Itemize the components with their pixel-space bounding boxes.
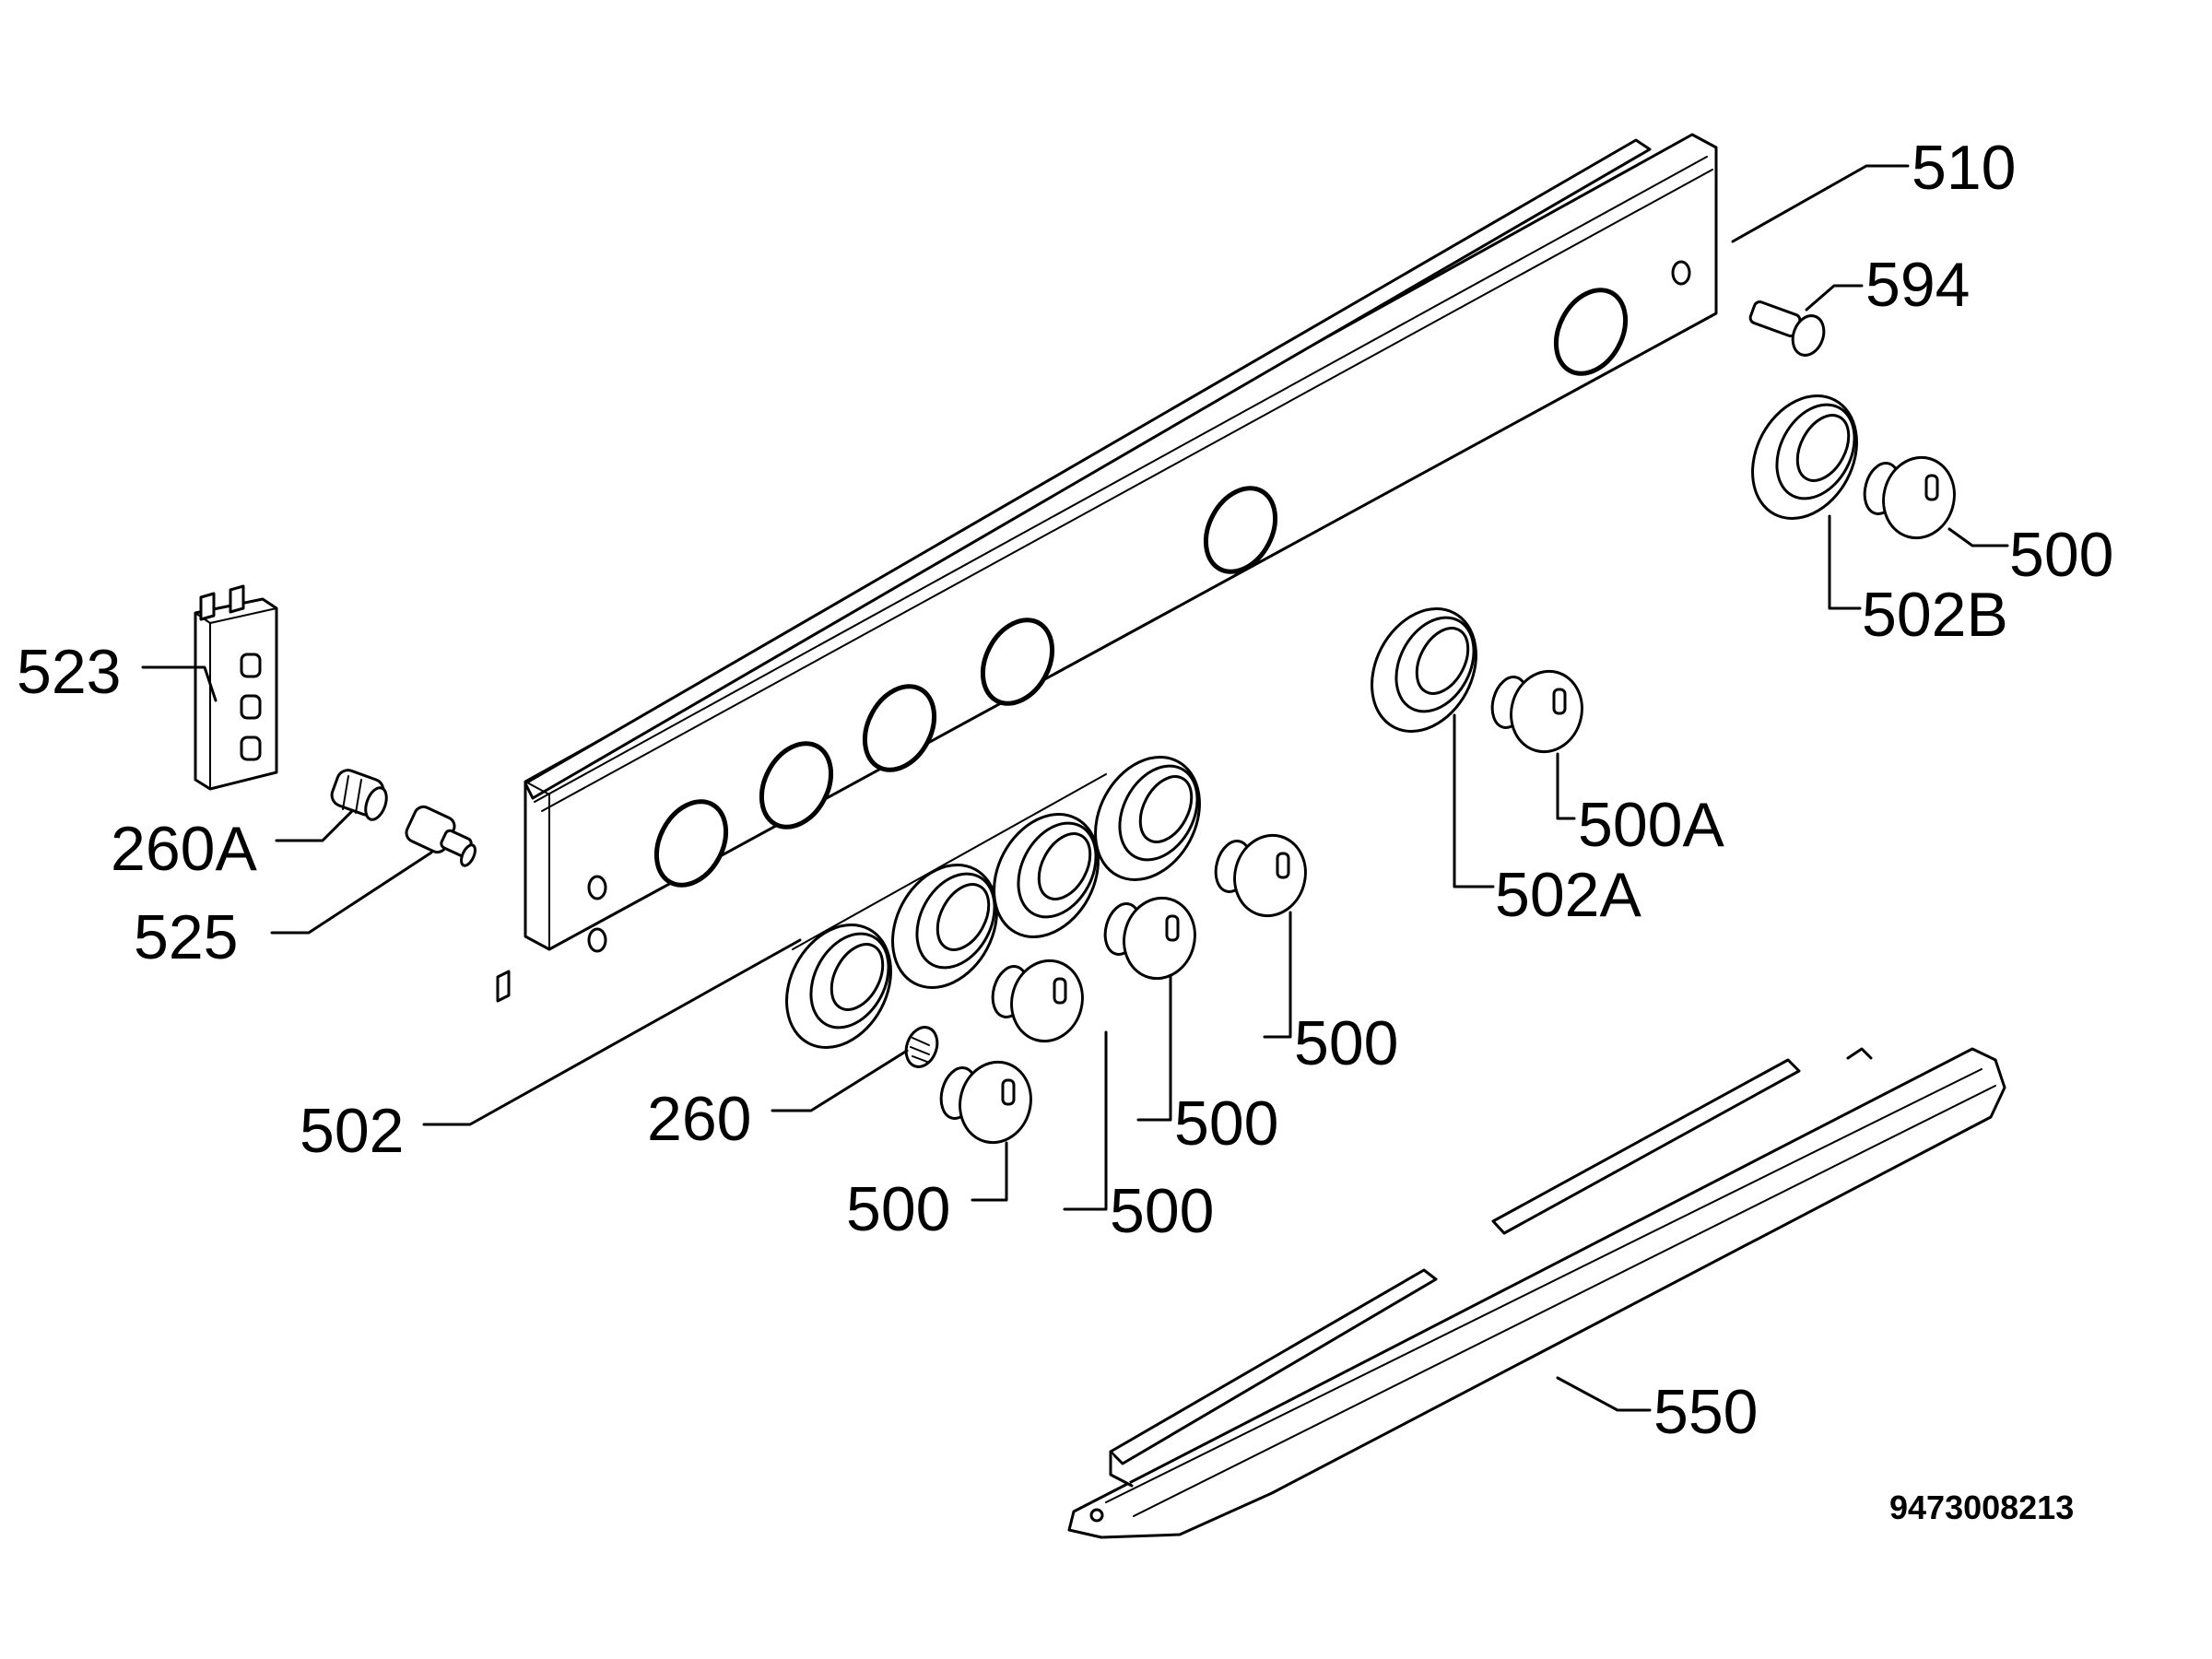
- bezel-502-2: [891, 864, 998, 989]
- callout-500A: 500A: [1578, 790, 1724, 860]
- drawing-code: 9473008213: [1889, 1488, 2074, 1526]
- bezel-502A: [1371, 607, 1477, 733]
- panel-hole: [1553, 288, 1629, 376]
- callout-500-1: 500: [846, 1174, 950, 1244]
- panel-hole: [653, 799, 729, 888]
- panel-hole: [862, 684, 937, 772]
- callout-500-3: 500: [1174, 1088, 1278, 1159]
- callout-525: 525: [134, 902, 238, 972]
- bezel-502-4: [1094, 756, 1201, 881]
- callout-500-4: 500: [1294, 1008, 1398, 1078]
- callout-510: 510: [1912, 133, 2016, 203]
- callout-500-2: 500: [1110, 1176, 1214, 1246]
- callout-502: 502: [300, 1096, 404, 1166]
- bracket-523: [194, 584, 278, 791]
- knob-500-4: [1214, 833, 1307, 918]
- panel-hole: [980, 618, 1055, 706]
- control-panel-510: [496, 133, 1718, 1003]
- callout-523: 523: [17, 637, 121, 707]
- callout-500-right: 500: [2009, 520, 2113, 590]
- callout-260A: 260A: [111, 814, 257, 884]
- panel-hole: [759, 741, 834, 830]
- callout-502B: 502B: [1862, 580, 2008, 650]
- spindle-525: [405, 805, 477, 867]
- bottom-strip-550: [1067, 1047, 2006, 1539]
- bezel-502-1: [785, 924, 892, 1049]
- callout-550: 550: [1653, 1377, 1758, 1447]
- spring-260: [904, 1026, 939, 1068]
- bezel-502-3: [993, 813, 1100, 938]
- spring-260A: [330, 769, 388, 821]
- panel-hole: [1203, 486, 1278, 574]
- knob-500-right: [1863, 455, 1956, 540]
- leader-lines: [141, 164, 2009, 1412]
- callout-594: 594: [1865, 250, 1970, 320]
- bezel-502B: [1751, 394, 1858, 520]
- callout-502A: 502A: [1495, 860, 1641, 930]
- knob-500A: [1490, 669, 1583, 754]
- callout-260: 260: [647, 1084, 751, 1154]
- pin-594: [1748, 300, 1826, 357]
- bezel-group-outline: [792, 773, 1107, 950]
- knob-500-2: [991, 959, 1084, 1043]
- knob-500-1: [939, 1060, 1032, 1145]
- knob-500-3: [1103, 896, 1196, 981]
